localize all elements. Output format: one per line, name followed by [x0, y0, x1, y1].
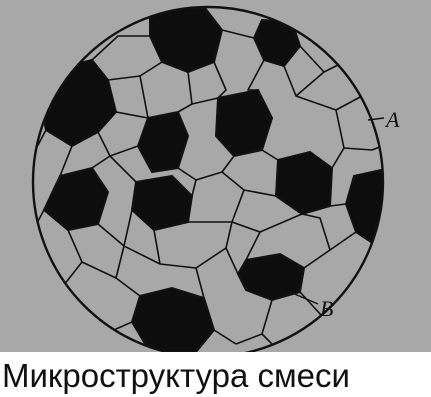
dark-grain — [132, 288, 214, 352]
label-b: B — [320, 296, 333, 321]
dark-grain — [216, 90, 272, 156]
figure-caption: Микроструктура смеси — [2, 354, 431, 397]
grain-field — [0, 0, 431, 352]
microstructure-diagram: A B — [0, 0, 431, 352]
label-a: A — [384, 107, 400, 132]
microstructure-figure-panel: A B — [0, 0, 431, 352]
